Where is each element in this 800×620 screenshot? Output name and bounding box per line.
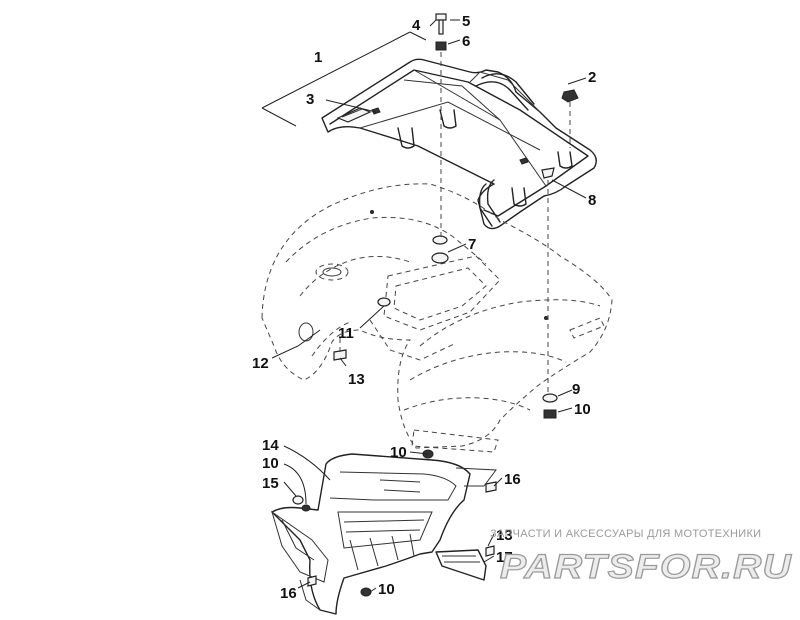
callout-7: 7 — [468, 236, 476, 253]
rear-fender — [261, 183, 613, 453]
callout-1: 1 — [314, 49, 322, 66]
watermark-tagline: ЗАПЧАСТИ И АКСЕССУАРЫ ДЛЯ МОТОТЕХНИКИ — [490, 528, 761, 540]
callout-10a: 10 — [574, 401, 591, 418]
bracket-1 — [261, 31, 427, 127]
watermark: ЗАПЧАСТИ И АКСЕССУАРЫ ДЛЯ МОТОТЕХНИКИ PA… — [490, 528, 793, 587]
leader-lines — [271, 19, 587, 593]
callout-10b: 10 — [390, 444, 407, 461]
callout-16b: 16 — [280, 585, 297, 602]
callout-16a: 16 — [504, 471, 521, 488]
callout-13a: 13 — [348, 371, 365, 388]
callout-5: 5 — [462, 13, 470, 30]
fasteners-right — [541, 89, 579, 419]
watermark-logo: PARTSFOR.RU — [500, 548, 793, 586]
rear-rack — [321, 58, 597, 230]
callout-10c: 10 — [262, 455, 279, 472]
bolt-stack-rear — [435, 13, 447, 240]
callout-17: 17 — [496, 549, 513, 566]
callout-8: 8 — [588, 192, 596, 209]
fasteners-left — [333, 338, 347, 361]
step-bracket — [435, 545, 495, 581]
footwell — [271, 449, 497, 615]
callout-3: 3 — [306, 91, 314, 108]
callout-4: 4 — [412, 17, 421, 34]
callout-11: 11 — [338, 325, 354, 342]
callout-6: 6 — [462, 33, 470, 50]
callout-10d: 10 — [378, 581, 395, 598]
callout-15: 15 — [262, 475, 279, 492]
callout-13b: 13 — [496, 527, 513, 544]
callout-9: 9 — [572, 381, 580, 398]
callout-12: 12 — [252, 355, 269, 372]
callouts: 1 2 3 4 5 6 7 8 9 10 11 12 13 10 14 10 1… — [252, 13, 596, 602]
callout-2: 2 — [588, 69, 596, 86]
callout-14: 14 — [262, 437, 279, 454]
